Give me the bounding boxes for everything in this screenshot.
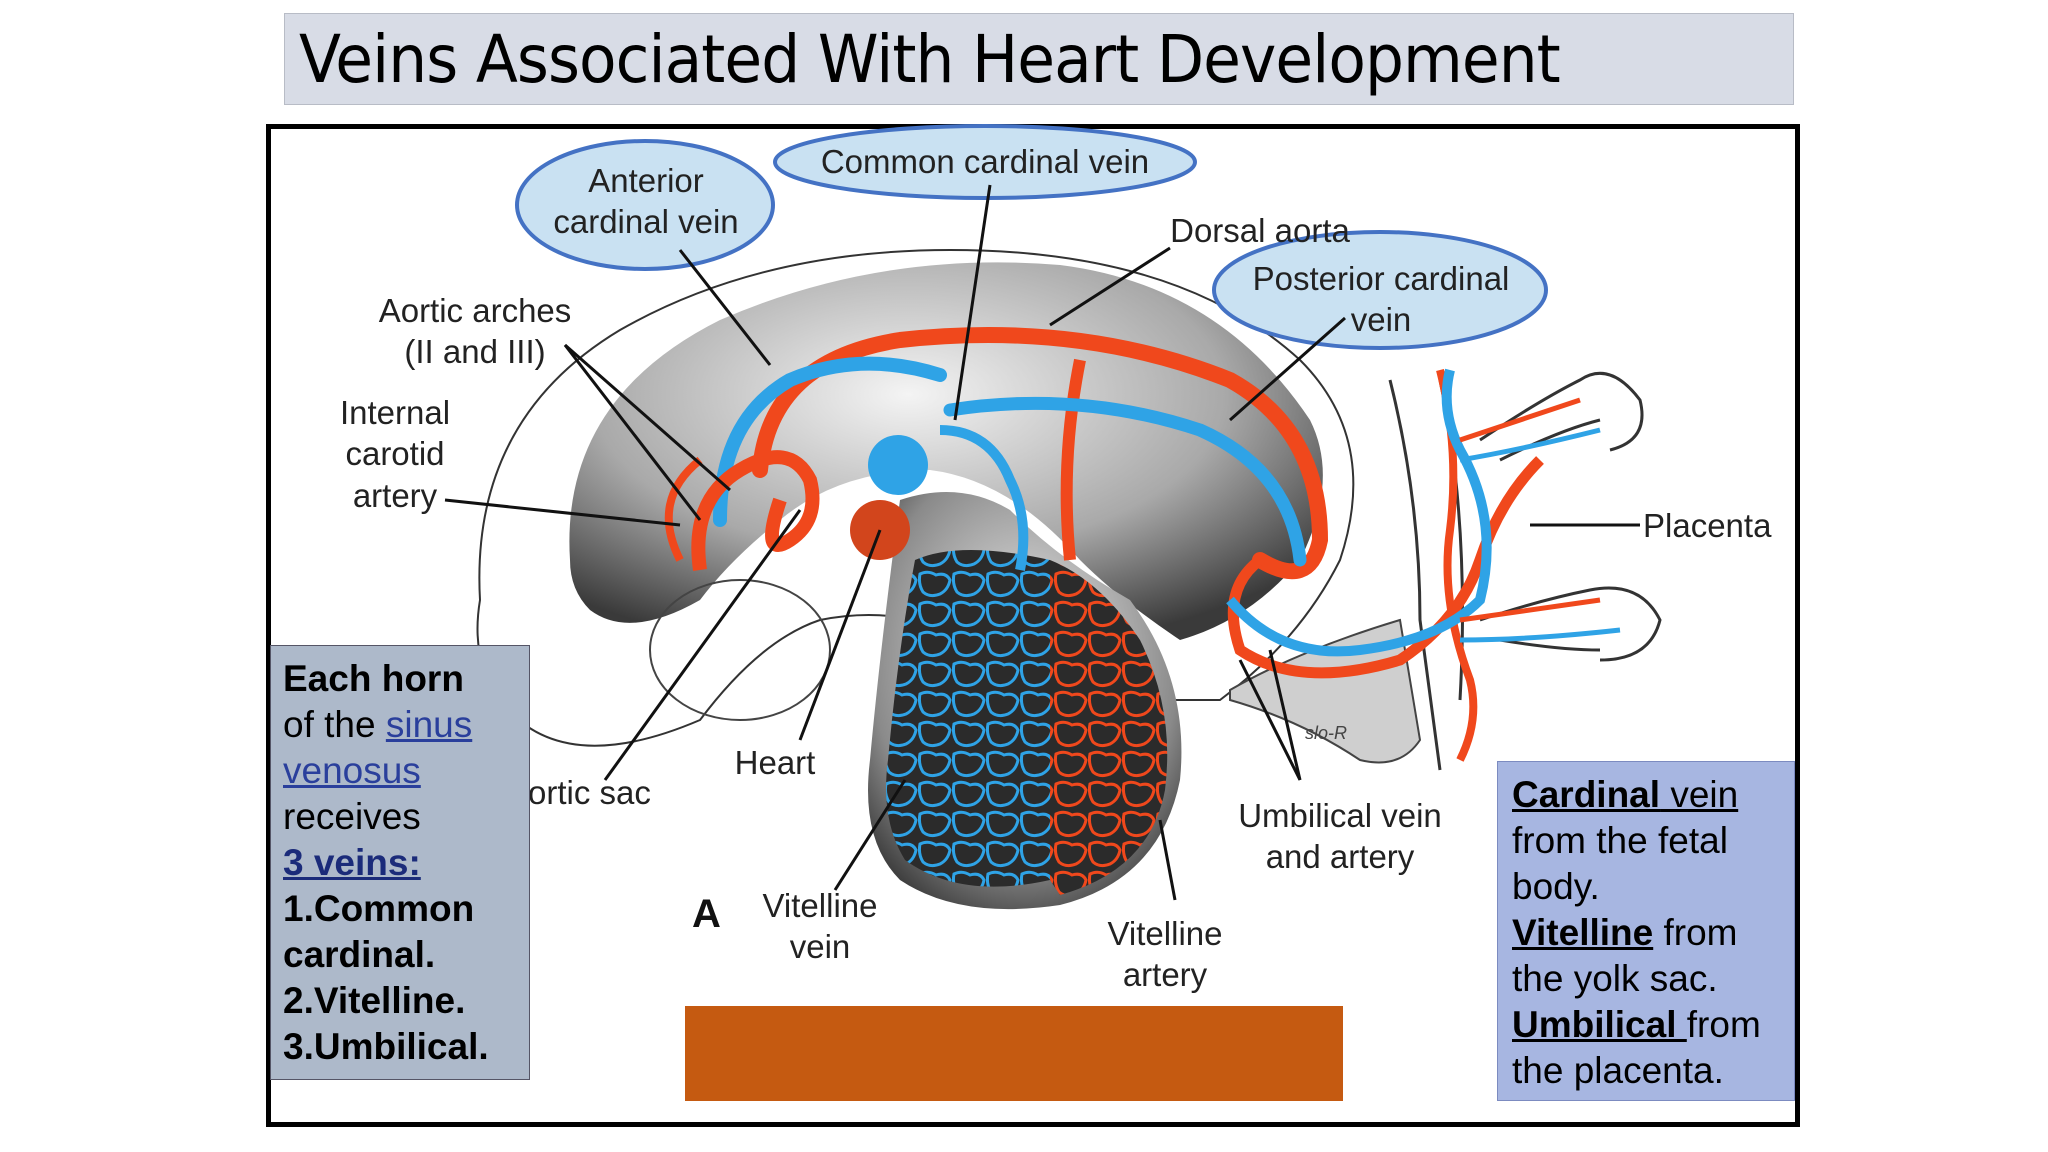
figure-letter: A [692,892,721,936]
venosus-link[interactable]: venosus [283,750,421,791]
label-line: Aortic arches [378,292,572,329]
label-line: Umbilical vein [1238,797,1442,834]
note-item: 3.Umbilical. [283,1026,489,1067]
highlight-anterior-cardinal [515,139,775,271]
highlight-posterior-cardinal [1212,230,1548,350]
highlight-common-cardinal [773,124,1197,200]
aortic-arches [691,450,820,571]
posterior-cardinal-vein [943,396,1307,567]
vitelline-artery-trunk [1060,358,1086,561]
placenta-vessels [1459,397,1621,643]
pericardial-outline [649,579,831,721]
umbilical-vein [1226,368,1492,657]
note-item: 1.Common [283,888,475,929]
label-line: Vitelline [1107,915,1223,952]
note-bold: Cardinal [1512,774,1661,815]
label-line: Internal [339,394,451,431]
orange-cover-box [685,1006,1343,1101]
note-line: from the fetal body. [1512,820,1728,907]
title-bar: Veins Associated With Heart Development [284,13,1794,105]
label-vitelline-vein: Vitelline vein [745,885,895,968]
note-text: vein [1660,774,1739,815]
label-line: cardinal vein [553,203,739,241]
note-text: of the [283,704,386,745]
artist-signature: slo-R [1305,723,1348,743]
internal-carotid [664,456,703,562]
label-anterior-cardinal-vein: Anterior cardinal vein [541,160,751,243]
note-text: from the yolk sac. [1512,912,1738,999]
note-line: receives [283,796,421,837]
label-dorsal-aorta: Dorsal aorta [1170,212,1350,249]
label-vitelline-artery: Vitelline artery [1090,913,1240,996]
label-line: Anterior [588,162,704,199]
label-line: vein [789,928,851,966]
label-line: and artery [1265,838,1415,876]
label-posterior-cardinal-vein: Posterior cardinal vein [1226,258,1536,341]
vitelline-venous-plexus [886,550,1050,887]
note-line: Each horn [283,658,464,699]
note-line: 3 veins: [283,842,421,883]
note-item: cardinal. [283,934,436,975]
label-aortic-sac: ortic sac [528,774,651,811]
slide-title: Veins Associated With Heart Development [299,21,1561,98]
label-umbilical-vein-artery: Umbilical vein and artery [1210,795,1470,878]
label-placenta: Placenta [1643,507,1772,544]
label-line: artery [1122,956,1208,994]
label-line: Posterior cardinal [1252,260,1510,297]
vitelline-vein-trunk [939,425,1029,571]
label-line: Vitelline [762,887,878,924]
note-para-vitelline: Vitelline from the yolk sac. [1512,910,1780,1002]
label-aortic-arches: Aortic arches (II and III) [365,290,585,373]
right-note-box: Cardinal vein from the fetal body. Vitel… [1497,761,1795,1101]
note-text: from the placenta. [1512,1004,1761,1091]
note-item: 2.Vitelline. [283,980,466,1021]
placenta-villi [1479,371,1662,662]
label-internal-carotid-artery: Internal carotid artery [325,392,465,516]
label-line: (II and III) [404,333,546,371]
sinus-link[interactable]: sinus [385,704,473,745]
stalk-outline [1388,379,1442,771]
leader-lines [444,184,1640,901]
label-line: artery [352,476,438,514]
label-common-cardinal-vein: Common cardinal vein [820,143,1150,180]
label-heart: Heart [734,744,816,781]
sinus-venosus [868,435,928,495]
note-line: of the sinus [283,702,517,748]
label-line: carotid [345,435,445,473]
note-bold: Vitelline [1512,912,1654,953]
note-para-umbilical: Umbilical from the placenta. [1512,1002,1780,1094]
left-note-box: Each horn of the sinus venosus receives … [270,645,530,1080]
note-bold: Umbilical [1512,1004,1687,1045]
note-para-cardinal: Cardinal vein [1512,772,1780,818]
vitelline-arterial-plexus [1050,560,1168,895]
anterior-cardinal-vein [713,356,947,527]
label-line: vein [1350,301,1412,339]
